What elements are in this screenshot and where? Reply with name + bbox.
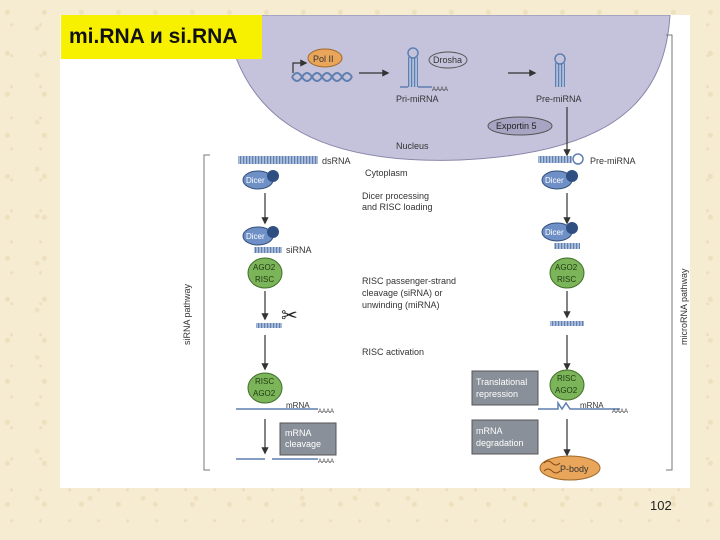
primirna-loop — [407, 47, 419, 59]
pol2-label: Pol II — [313, 54, 334, 64]
translational-repression-label: Translational repression — [476, 377, 530, 399]
dicer-1-label: Dicer — [246, 176, 265, 185]
mrna-cleavage-box — [279, 422, 337, 456]
drosha-enzyme — [428, 51, 468, 69]
risc-2 — [247, 372, 283, 404]
mrna-cleavage-line1: mRNA — [285, 428, 311, 438]
step-dicer-line1: Dicer processing — [362, 191, 429, 201]
risc-1 — [247, 257, 283, 289]
mrna-cleavage-label: mRNA cleavage — [285, 428, 321, 449]
dicer-2-label: Dicer — [246, 232, 265, 241]
mrna-degradation-label: mRNA degradation — [476, 426, 524, 448]
sirna-bracket — [203, 154, 210, 471]
primirna-label: Pri-miRNA — [396, 94, 439, 104]
mirna-target-mrna — [538, 400, 620, 411]
step-passenger: RISC passenger-strand cleavage (siRNA) o… — [362, 276, 459, 310]
sirna-pathway-label: siRNA pathway — [182, 283, 192, 345]
mirna-pathway-label: microRNA pathway — [679, 268, 689, 345]
primirna-polya: AAAA — [432, 87, 448, 93]
nucleus-label: Nucleus — [396, 141, 429, 151]
dsrna-label: dsRNA — [322, 156, 351, 166]
degradation-line2: degradation — [476, 438, 524, 448]
dicer-4-label: Dicer — [545, 228, 564, 237]
pol2-enzyme — [307, 48, 343, 68]
mrna-cleavage-line2: cleavage — [285, 439, 321, 449]
translational-line1: Translational — [476, 377, 527, 387]
risc-4-risc: RISC — [557, 374, 576, 383]
premirna-stem — [555, 63, 565, 87]
primirna-stem — [408, 57, 418, 87]
exportin-shape — [487, 116, 553, 136]
drosha-label: Drosha — [433, 55, 462, 65]
risc-2-ago2: AGO2 — [253, 389, 276, 398]
dicer-1-knob — [267, 170, 279, 182]
risc-1-risc: RISC — [255, 275, 274, 284]
passenger-strand — [256, 323, 282, 328]
step-dicer-processing: Dicer processing and RISC loading — [362, 191, 433, 212]
exportin-label: Exportin 5 — [496, 121, 537, 131]
risc-1-ago2: AGO2 — [253, 263, 276, 272]
dicer-2-knob — [267, 226, 279, 238]
cyto-premirna-loop — [572, 153, 584, 165]
risc-4 — [549, 369, 585, 401]
step-passenger-line2: cleavage (siRNA) or — [362, 288, 443, 298]
step-passenger-line1: RISC passenger-strand — [362, 276, 456, 286]
risc-3-ago2: AGO2 — [555, 263, 578, 272]
cleaved-mrna-polya: AAAA — [318, 459, 334, 465]
risc-3-risc: RISC — [557, 275, 576, 284]
premirna-label: Pre-miRNA — [536, 94, 582, 104]
mrna-degradation-box — [471, 419, 539, 455]
gene-dna-2 — [291, 72, 353, 82]
cyto-premirna-label: Pre-miRNA — [590, 156, 636, 166]
sirna-label: siRNA — [286, 245, 312, 255]
sirna-mrna-polya: AAAA — [318, 409, 334, 415]
mirna-bracket — [666, 34, 673, 471]
pbody-shape — [539, 455, 601, 481]
step-passenger-line3: unwinding (miRNA) — [362, 300, 440, 310]
slide-title: mi.RNA и si.RNA — [61, 15, 262, 59]
step-dicer-line2: and RISC loading — [362, 202, 433, 212]
pbody-label: P-body — [560, 464, 589, 474]
dsrna-duplex — [238, 156, 318, 164]
dicer-3-label: Dicer — [545, 176, 564, 185]
mirna-duplex — [554, 243, 580, 249]
risc-2-risc: RISC — [255, 377, 274, 386]
pbody-rna — [543, 460, 561, 474]
pathway-figure: Nucleus Pol II AAAA Drosha Pri-miRNA Pre… — [60, 14, 690, 488]
cyto-premirna-stem — [538, 156, 572, 163]
degradation-line1: mRNA — [476, 426, 502, 436]
dicer-3-knob — [566, 170, 578, 182]
mirna-mrna-polya: AAAA — [612, 409, 628, 415]
promoter-arrow — [292, 59, 308, 73]
mirna-mrna-label: mRNA — [580, 401, 604, 410]
sirna-duplex — [254, 247, 282, 253]
cytoplasm-label: Cytoplasm — [365, 168, 408, 178]
risc-4-ago2: AGO2 — [555, 386, 578, 395]
premirna-loop — [554, 53, 566, 65]
page-number: 102 — [650, 498, 672, 513]
sirna-mrna-label: mRNA — [286, 401, 310, 410]
translational-repression-box — [471, 370, 539, 406]
translational-line2: repression — [476, 389, 518, 399]
unwound-strands — [550, 321, 584, 326]
risc-3 — [549, 257, 585, 289]
scissors-icon: ✂ — [281, 305, 298, 327]
step-activation: RISC activation — [362, 347, 424, 357]
dicer-4-knob — [566, 222, 578, 234]
